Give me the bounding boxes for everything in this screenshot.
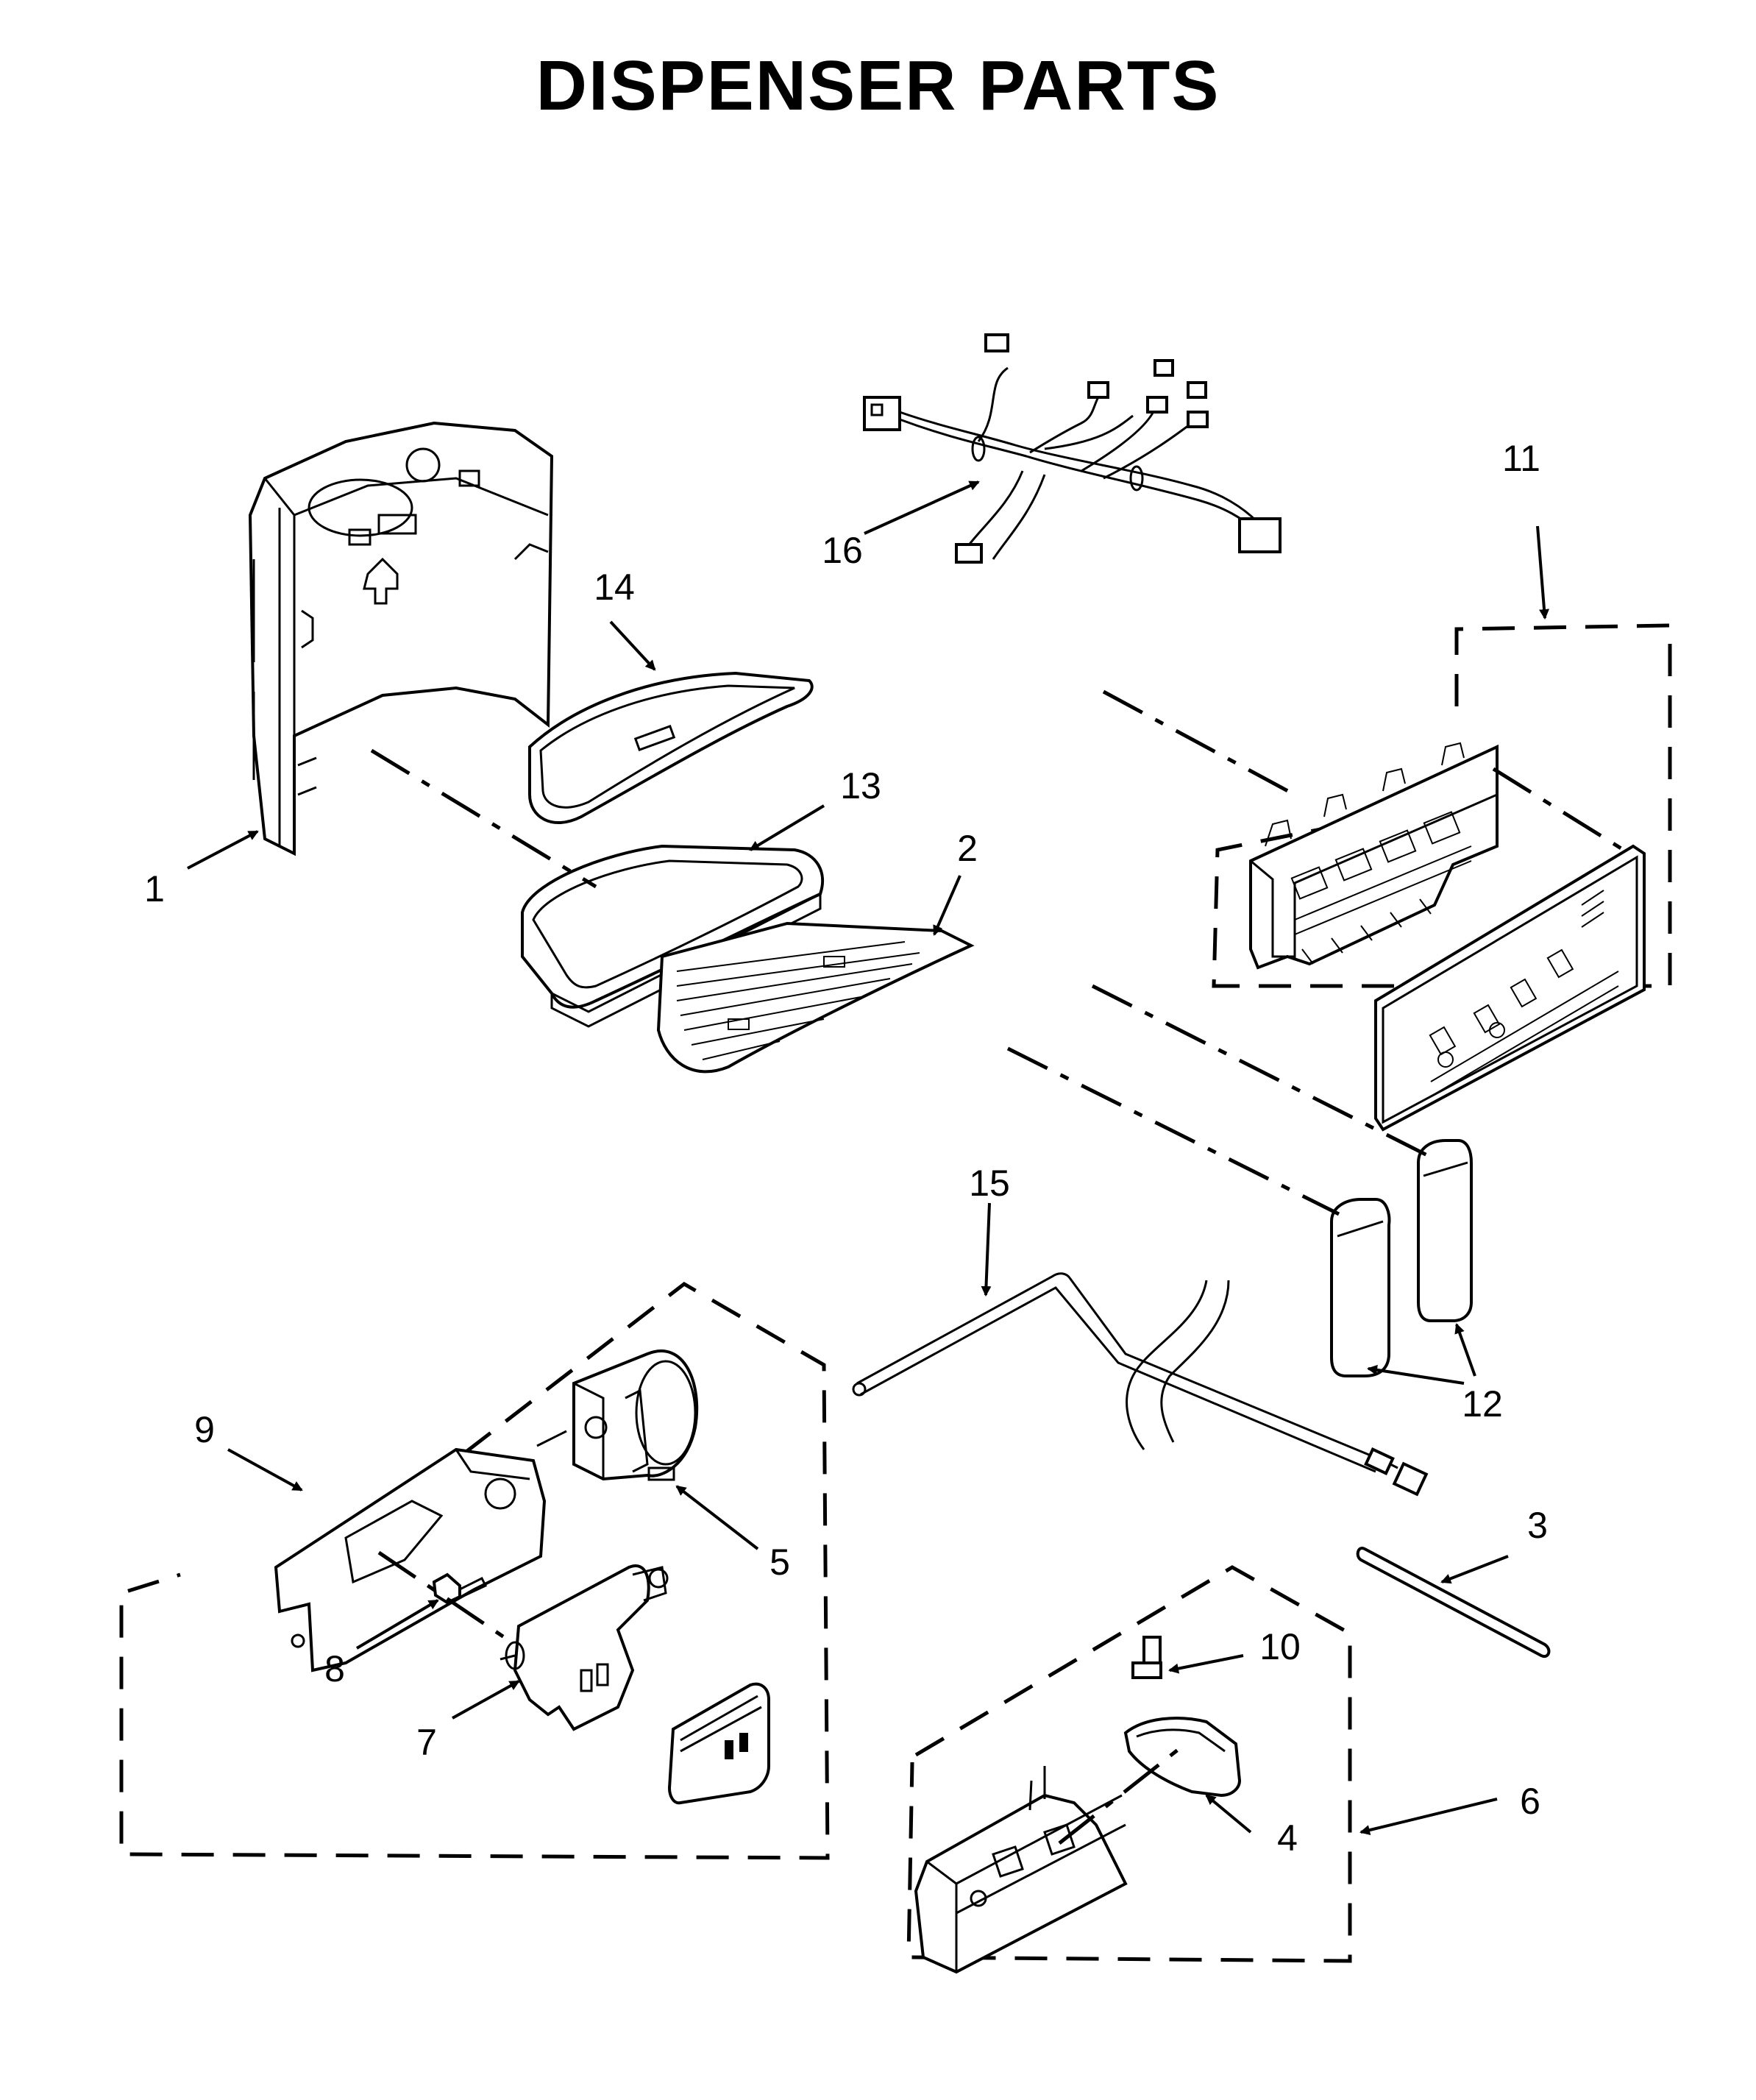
callout-4: 4 — [1277, 1817, 1298, 1859]
leader-12-a — [1006, 1046, 1340, 1216]
part-4-cup — [1123, 1717, 1242, 1798]
callout-13: 13 — [840, 765, 881, 806]
callout-14: 14 — [594, 567, 635, 608]
leader-12-b — [1091, 984, 1429, 1157]
callout-1: 1 — [144, 868, 165, 909]
part-3-water-tube — [1356, 1547, 1551, 1659]
leader-4-cup — [1058, 1746, 1182, 1845]
leader-1-tray — [370, 748, 597, 889]
part-15-heater — [852, 1272, 1429, 1497]
callout-11: 11 — [1502, 438, 1540, 479]
part-5-motor — [536, 1349, 699, 1481]
part-2-drip-grille — [656, 921, 975, 1074]
callout-6: 6 — [1520, 1781, 1540, 1822]
part-1-dispenser-housing — [248, 421, 554, 856]
callout-7: 7 — [416, 1722, 437, 1763]
callout-10: 10 — [1259, 1626, 1301, 1667]
part-9-mounting-bracket — [274, 1447, 547, 1672]
part-12-paddle-buttons — [1330, 1139, 1473, 1377]
part-13-drip-tray — [521, 844, 825, 1028]
part-6-housing — [914, 1766, 1128, 1974]
part-10-switch — [1131, 1636, 1162, 1679]
callout-2: 2 — [957, 828, 978, 869]
leader-11-frame — [1102, 689, 1296, 797]
part-16-wire-harness — [863, 333, 1282, 564]
callout-9: 9 — [194, 1409, 215, 1450]
part-11-control-panel — [1374, 844, 1646, 1132]
callout-8: 8 — [324, 1648, 345, 1689]
leader-11-panel — [1492, 767, 1631, 856]
part-6-assembly-outline — [906, 1565, 1352, 1963]
part-7-solenoid — [500, 1564, 669, 1731]
callout-5: 5 — [769, 1542, 790, 1583]
part-11-assembly-outline — [1212, 623, 1672, 988]
callout-3: 3 — [1527, 1505, 1548, 1546]
callout-labels: 1 2 3 4 5 6 7 8 9 10 11 12 13 14 15 16 — [144, 438, 1548, 1859]
callout-16: 16 — [822, 530, 863, 571]
part-8-screw — [432, 1572, 488, 1605]
ice-door-flap — [667, 1682, 770, 1805]
callout-arrows — [187, 480, 1550, 1835]
diagram-title: DISPENSER PARTS — [536, 46, 1220, 125]
callout-12: 12 — [1462, 1383, 1503, 1425]
leader-9-shaft — [377, 1550, 516, 1647]
part-14-gasket — [528, 671, 814, 825]
callout-15: 15 — [969, 1163, 1010, 1204]
part-11-control-frame — [1249, 742, 1499, 970]
part-9-assembly-outline — [119, 1281, 830, 1860]
